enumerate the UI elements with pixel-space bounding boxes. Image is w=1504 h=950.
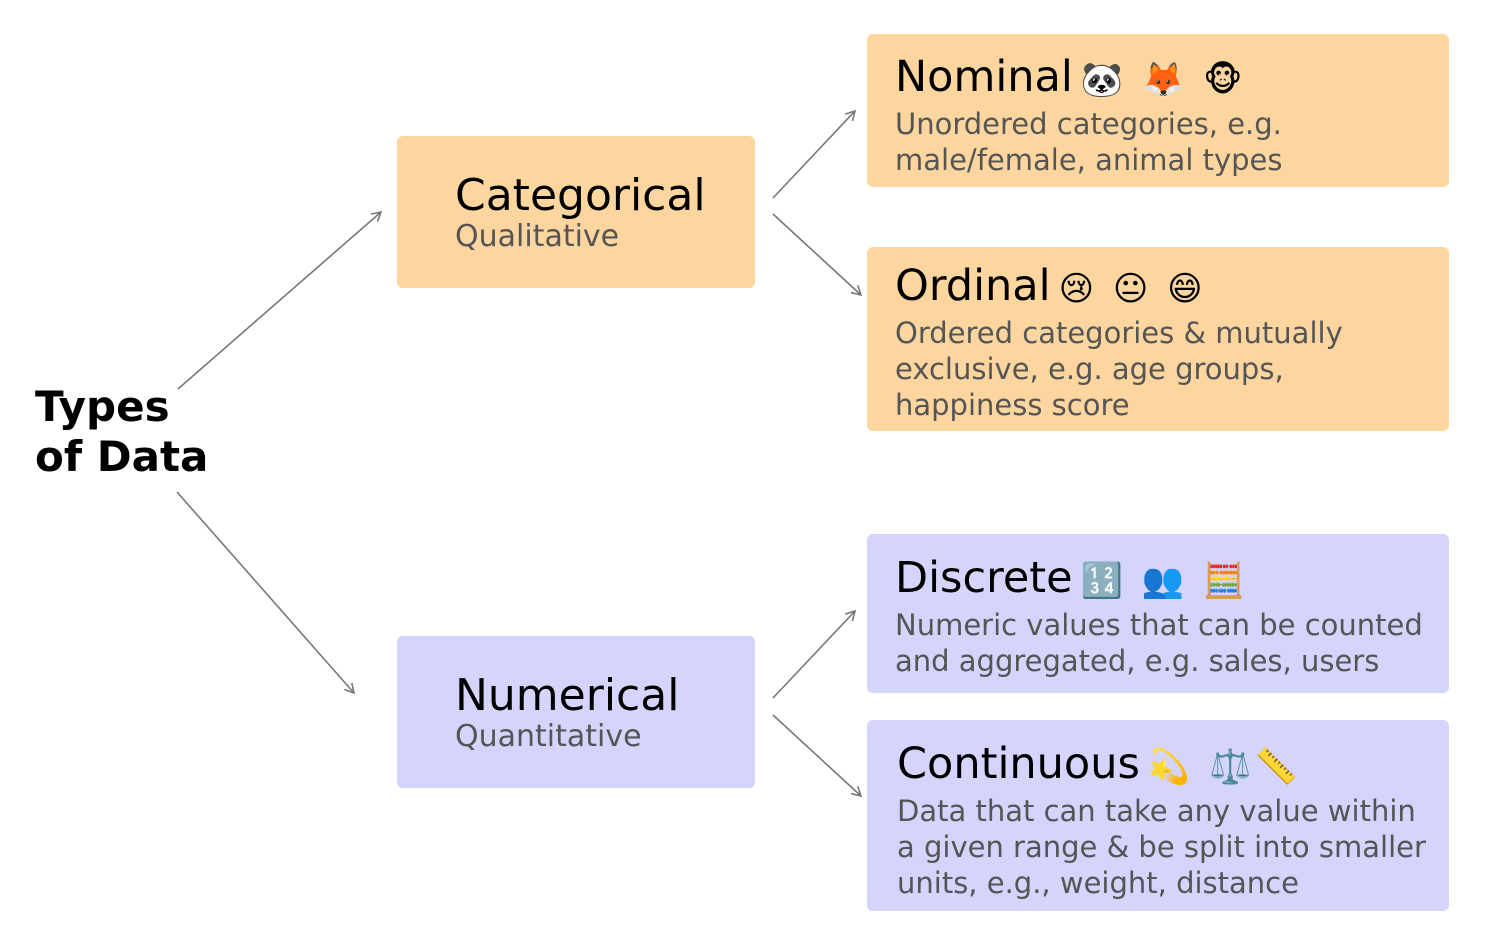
ordinal-heading: Ordinal😢 😐 😄 [895,260,1449,315]
arrow-numerical-to-continuous [772,714,863,798]
numerical-title: Numerical [455,670,680,721]
categorical-box: Categorical Qualitative [397,136,755,288]
root-label-line-1: Types [35,382,170,431]
counting-emoji-icons: 🔢 👥 🧮 [1080,561,1250,601]
discrete-box: Discrete🔢 👥 🧮 Numeric values that can be… [867,534,1449,693]
continuous-title: Continuous [897,739,1140,789]
ordinal-description-line-2: exclusive, e.g. age groups, [895,352,1284,386]
face-emoji-icons: 😢 😐 😄 [1058,269,1207,309]
nominal-heading: Nominal🐼 🦊 🐵 [895,51,1449,106]
numerical-subtitle: Quantitative [455,719,642,754]
continuous-description-line-2: a given range & be split into smaller [897,830,1426,864]
ordinal-title: Ordinal [895,261,1051,311]
root-label-types-of-data: Types of Data [35,382,208,482]
discrete-heading: Discrete🔢 👥 🧮 [895,552,1449,607]
nominal-description-line-2: male/female, animal types [895,143,1283,177]
continuous-description-line-1: Data that can take any value within [897,794,1416,828]
categorical-title: Categorical [455,170,706,221]
arrow-root-to-categorical [177,210,383,390]
discrete-title: Discrete [895,553,1073,603]
arrow-categorical-to-nominal [772,109,857,199]
continuous-heading: Continuous💫 ⚖️📏 [897,738,1449,793]
nominal-description-line-1: Unordered categories, e.g. [895,107,1282,141]
categorical-subtitle: Qualitative [455,219,620,254]
root-label-line-2: of Data [35,432,209,481]
measurement-emoji-icons: 💫 ⚖️📏 [1147,747,1302,787]
discrete-description-line-2: and aggregated, e.g. sales, users [895,644,1380,678]
continuous-box: Continuous💫 ⚖️📏 Data that can take any v… [867,720,1449,911]
numerical-box: Numerical Quantitative [397,636,755,788]
ordinal-description-line-3: happiness score [895,388,1130,422]
ordinal-description-line-1: Ordered categories & mutually [895,316,1343,350]
continuous-description-line-3: units, e.g., weight, distance [897,866,1299,900]
animal-emoji-icons: 🐼 🦊 🐵 [1080,60,1247,100]
arrow-categorical-to-ordinal [772,213,863,297]
arrow-root-to-numerical [176,491,356,695]
nominal-box: Nominal🐼 🦊 🐵 Unordered categories, e.g. … [867,34,1449,187]
nominal-title: Nominal [895,52,1073,102]
arrow-numerical-to-discrete [772,609,857,699]
ordinal-box: Ordinal😢 😐 😄 Ordered categories & mutual… [867,247,1449,431]
discrete-description-line-1: Numeric values that can be counted [895,608,1423,642]
